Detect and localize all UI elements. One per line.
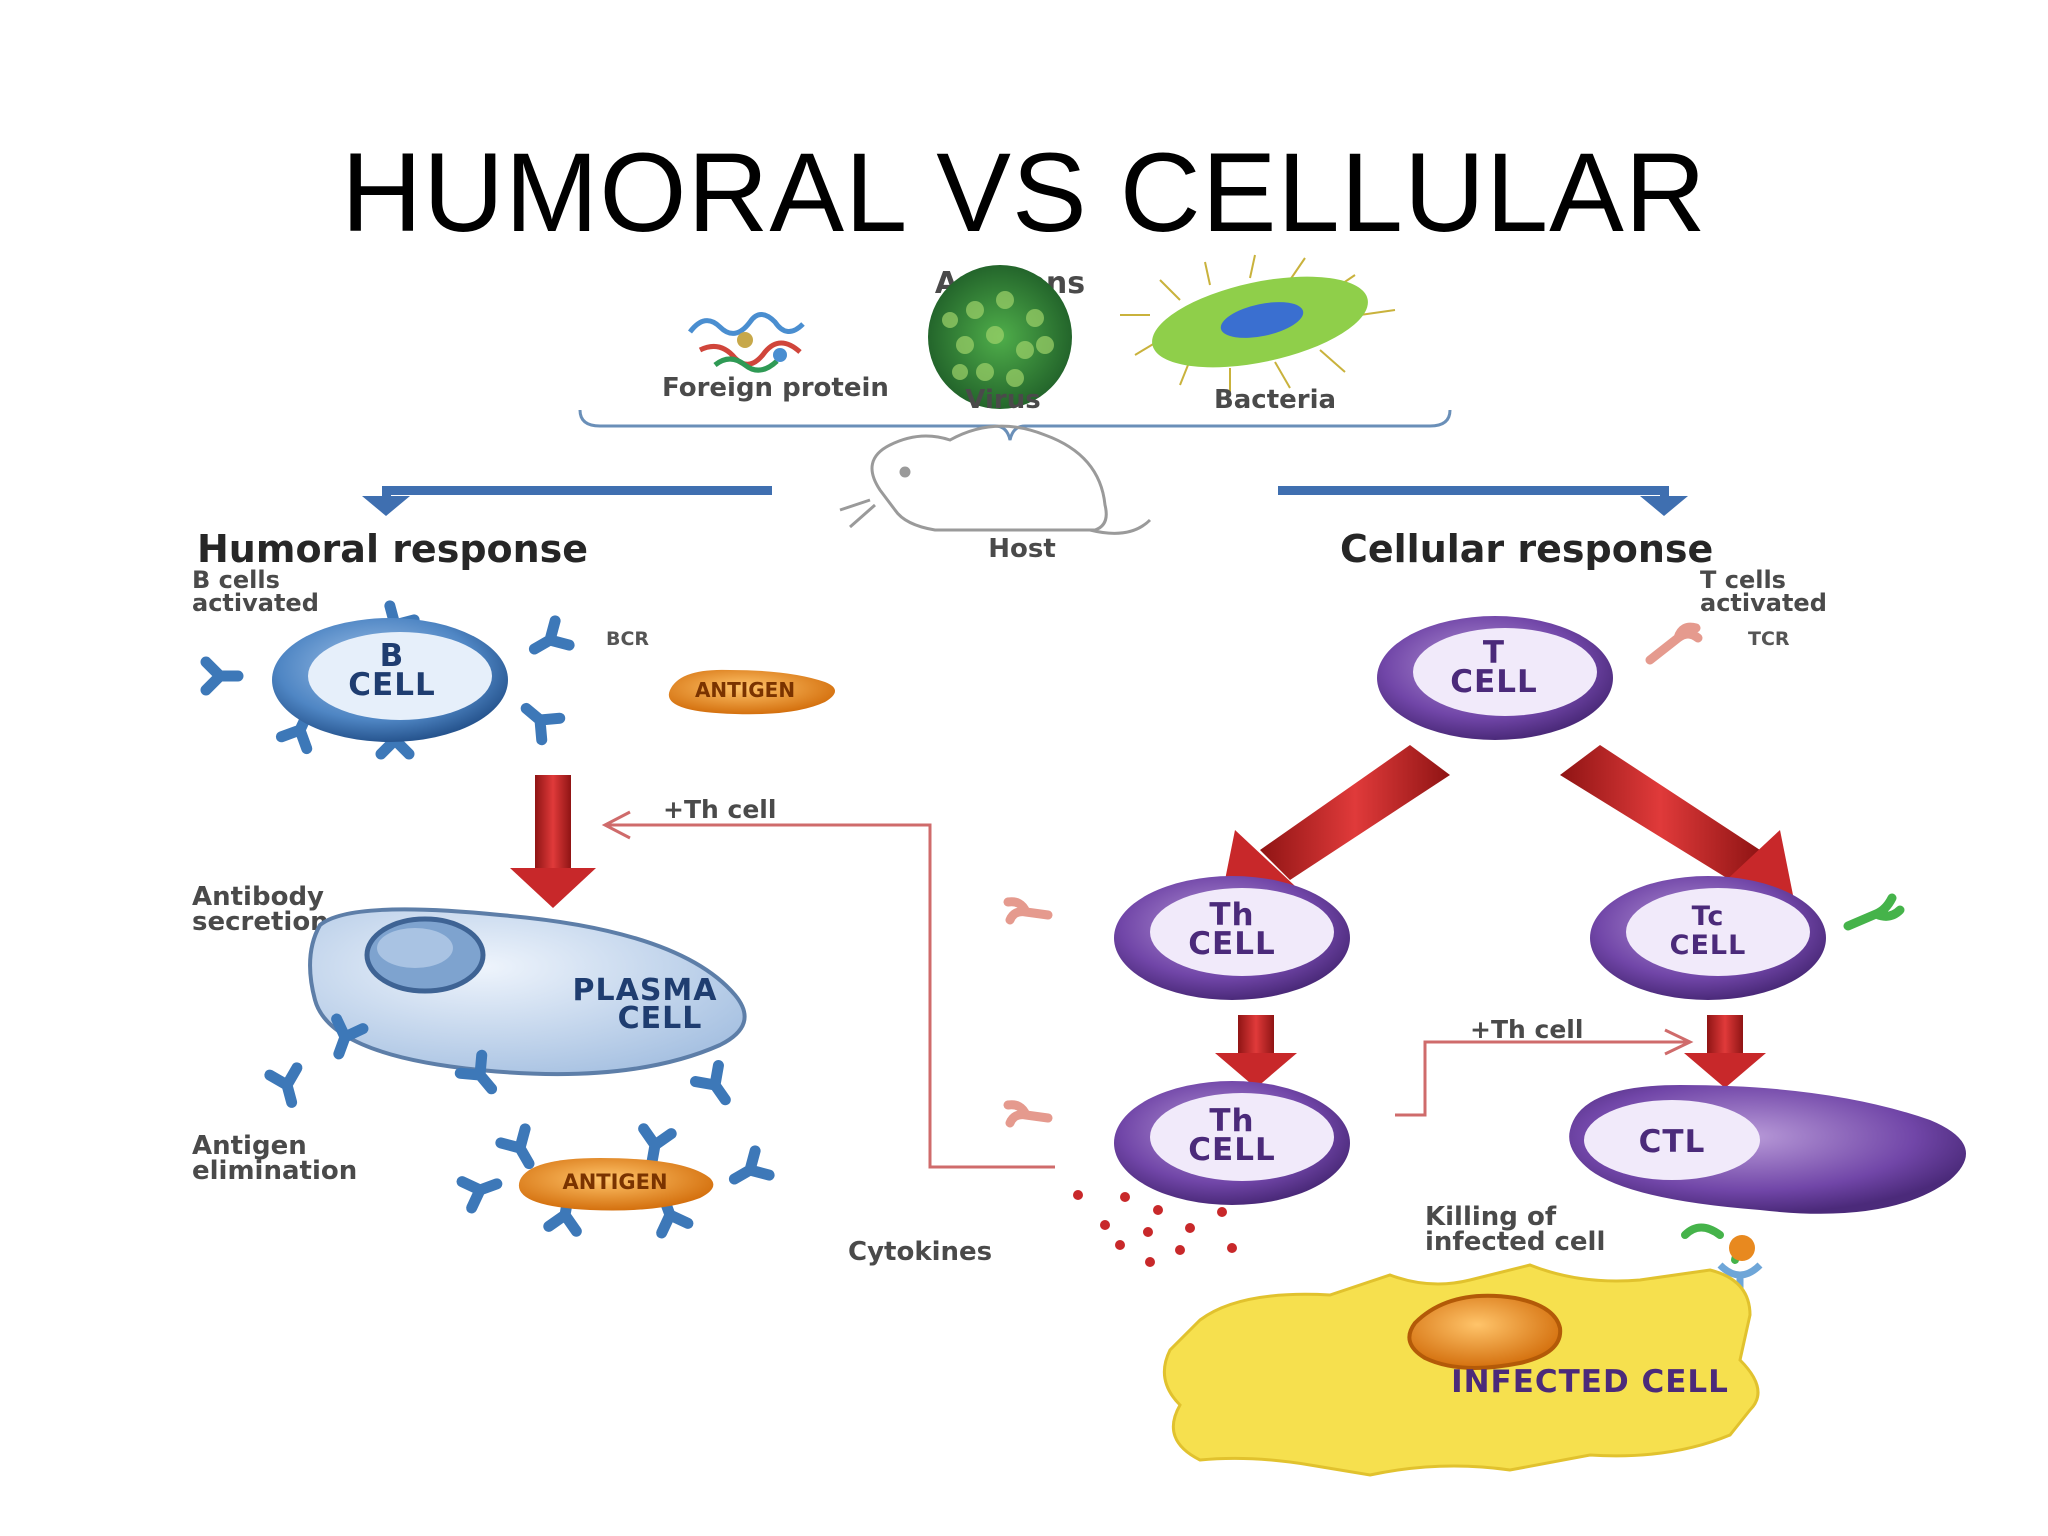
infected-cell <box>1162 1263 1760 1477</box>
red-arrow-th-to-th <box>1215 1015 1297 1088</box>
b-cells-activated-line2: activated <box>192 589 319 617</box>
th-cell-secondary <box>1003 1081 1350 1205</box>
killing-label-line2: infected cell <box>1425 1227 1605 1257</box>
ctl-cell <box>1569 1085 1966 1214</box>
red-arrow-tc-to-ctl <box>1684 1015 1766 1088</box>
th2-cell-label-line2: CELL <box>1188 1132 1275 1168</box>
th2-cell-label-line1: Th <box>1209 1103 1254 1139</box>
cellular-branch-arrow <box>1278 486 1688 516</box>
b-cells-activated-line1: B cells <box>192 566 280 594</box>
antigen-elimination-line2: elimination <box>192 1156 357 1186</box>
complex-antigen-label: ANTIGEN <box>562 1170 667 1194</box>
t-cell-label-line2: CELL <box>1450 664 1537 700</box>
antibody-secretion-line1: Antibody <box>192 882 324 912</box>
ctl-killing-contact <box>1681 1223 1763 1295</box>
t-cells-activated-line2: activated <box>1700 589 1827 617</box>
host-label: Host <box>988 534 1056 564</box>
th-help-connector-cellular <box>1395 1028 1694 1117</box>
b-cell <box>206 606 569 754</box>
th-cell-label-line2: CELL <box>1188 926 1275 962</box>
antigen-elimination-line1: Antigen <box>192 1131 307 1161</box>
cellular-heading: Cellular response <box>1340 527 1713 571</box>
th-cell <box>1003 876 1350 1000</box>
antigen-label: ANTIGEN <box>695 678 795 702</box>
ctl-label: CTL <box>1639 1124 1706 1160</box>
bacteria-label: Bacteria <box>1214 385 1336 415</box>
plasma-cell-label-line2: CELL <box>618 1001 703 1036</box>
red-arrow-b-to-plasma <box>510 775 596 908</box>
antigens-brace <box>578 409 1452 441</box>
antigen-blob <box>668 669 835 715</box>
cytokines-dots <box>1073 1190 1237 1267</box>
antibody-secretion-line2: secretion <box>192 907 329 937</box>
foreign-protein-label: Foreign protein <box>662 373 889 403</box>
cytokines-label: Cytokines <box>848 1237 992 1267</box>
tcr-label: TCR <box>1748 628 1790 650</box>
th-cell-label-line1: Th <box>1209 897 1254 933</box>
antigen-antibody-complex <box>462 1129 769 1233</box>
th-help-connector-humoral <box>601 810 1055 1169</box>
infected-cell-label: INFECTED CELL <box>1451 1364 1729 1400</box>
bcr-label: BCR <box>606 628 649 650</box>
mouse-host-icon <box>839 424 1152 535</box>
humoral-branch-arrow <box>362 486 772 516</box>
foreign-protein-icon <box>688 312 805 373</box>
b-cell-label-line2: CELL <box>348 667 435 703</box>
t-cell-label-line1: T <box>1483 635 1505 671</box>
virus-icon <box>928 265 1072 409</box>
plasma-cell-label-line1: PLASMA <box>573 973 718 1008</box>
tc-cell <box>1590 876 1905 1000</box>
tc-cell-label-line2: CELL <box>1670 930 1747 961</box>
th-help-label-humoral: +Th cell <box>663 795 776 824</box>
t-cell <box>1377 616 1703 740</box>
tc-cell-label-line1: Tc <box>1692 901 1725 932</box>
plasma-cell <box>308 907 747 1077</box>
killing-label-line1: Killing of <box>1425 1202 1557 1232</box>
bacteria-icon <box>1120 254 1396 392</box>
b-cell-label-line1: B <box>380 638 405 674</box>
humoral-heading: Humoral response <box>197 527 588 571</box>
slide-title: HUMORAL VS CELLULAR <box>341 130 1707 255</box>
th-help-label-cellular: +Th cell <box>1470 1015 1583 1044</box>
virus-label: Virus <box>965 385 1040 415</box>
t-cells-activated-line1: T cells <box>1700 566 1786 594</box>
